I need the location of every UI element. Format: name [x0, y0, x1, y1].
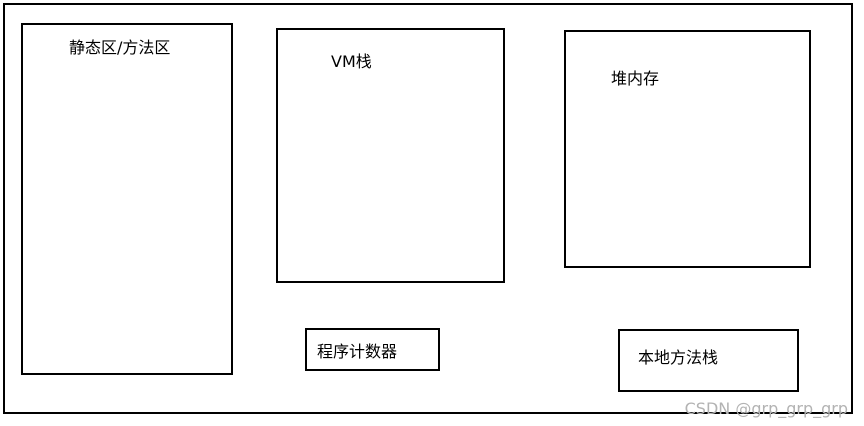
jvm-memory-diagram-frame: [3, 3, 853, 414]
csdn-watermark: CSDN @grp_grp_grp: [684, 399, 848, 418]
native-method-stack-box: 本地方法栈: [618, 329, 799, 392]
heap-memory-label: 堆内存: [611, 69, 660, 88]
native-method-stack-label: 本地方法栈: [638, 348, 719, 367]
vm-stack-label: VM栈: [331, 52, 372, 71]
program-counter-box: 程序计数器: [305, 328, 440, 371]
static-method-area-label: 静态区/方法区: [69, 38, 171, 57]
heap-memory-box: 堆内存: [564, 30, 811, 268]
program-counter-label: 程序计数器: [317, 342, 398, 361]
static-method-area-box: 静态区/方法区: [21, 23, 233, 375]
vm-stack-box: VM栈: [276, 28, 505, 283]
